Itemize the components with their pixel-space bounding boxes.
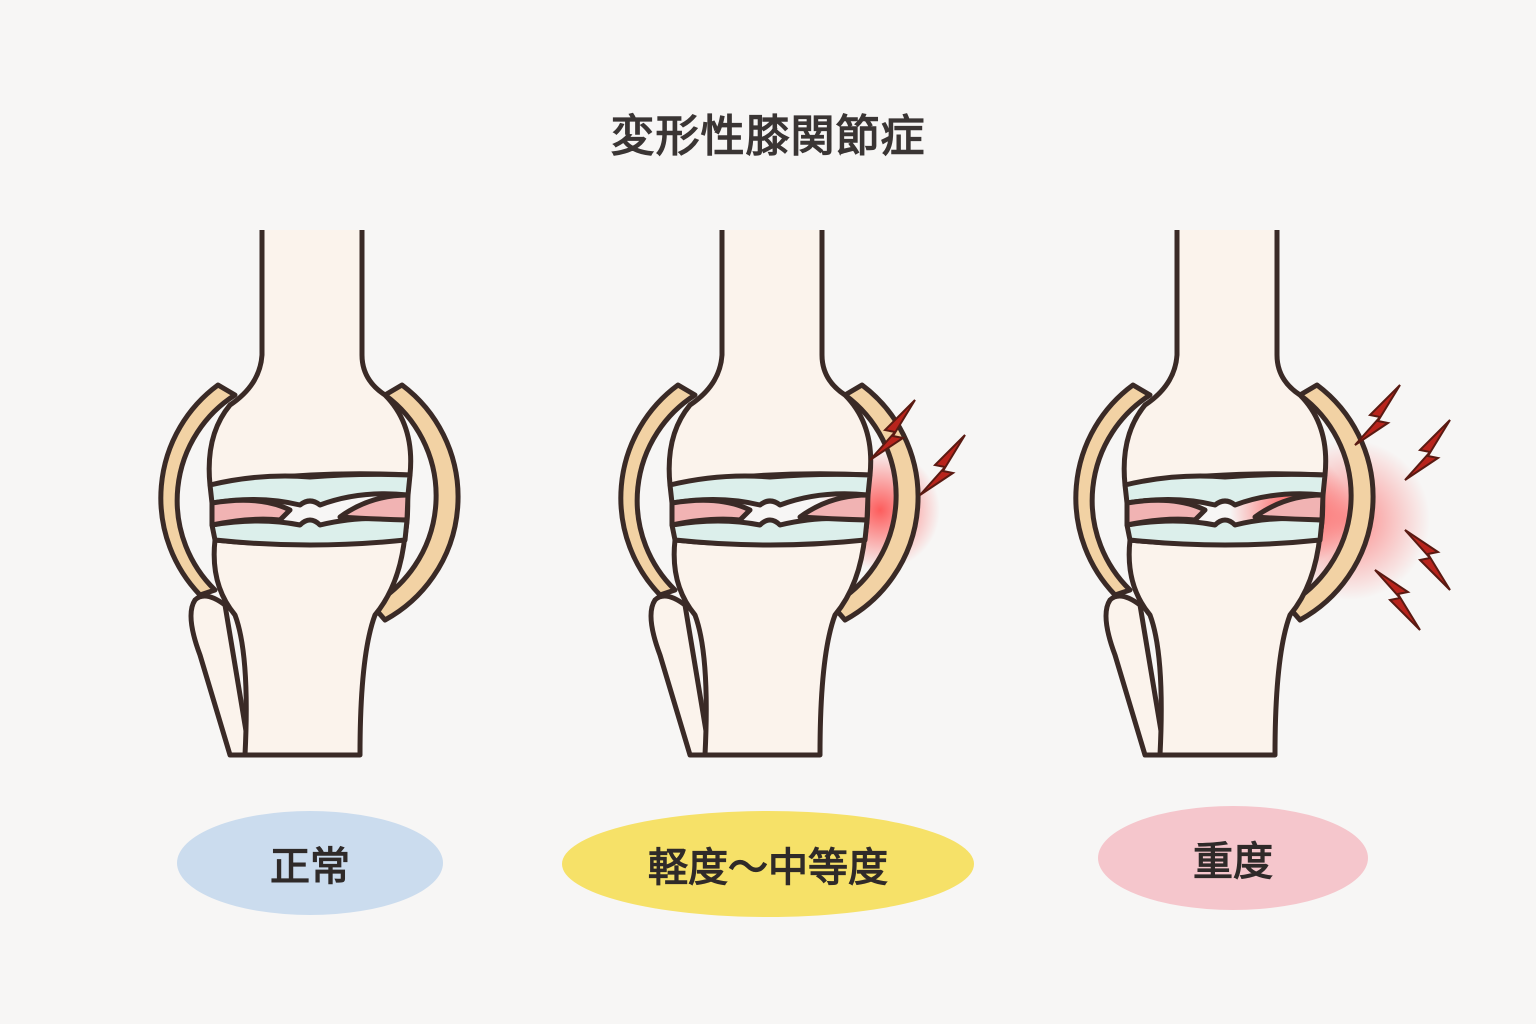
pain-bolt-icon (919, 434, 966, 496)
stage-label-text: 正常 (270, 844, 350, 890)
stage-label-text: 軽度〜中等度 (648, 845, 888, 891)
diagram-title: 変形性膝関節症 (610, 111, 926, 162)
stage-label-text: 重度 (1193, 839, 1273, 885)
knee-normal (161, 230, 458, 755)
stage-label-normal: 正常 (177, 811, 443, 915)
stage-label-moderate: 軽度〜中等度 (562, 811, 974, 917)
stage-label-severe: 重度 (1098, 806, 1368, 910)
knee-moderate (621, 230, 966, 755)
pain-bolt-icon (1404, 419, 1451, 481)
knee-severe (1076, 230, 1451, 755)
pain-bolt-icon (1354, 384, 1401, 446)
